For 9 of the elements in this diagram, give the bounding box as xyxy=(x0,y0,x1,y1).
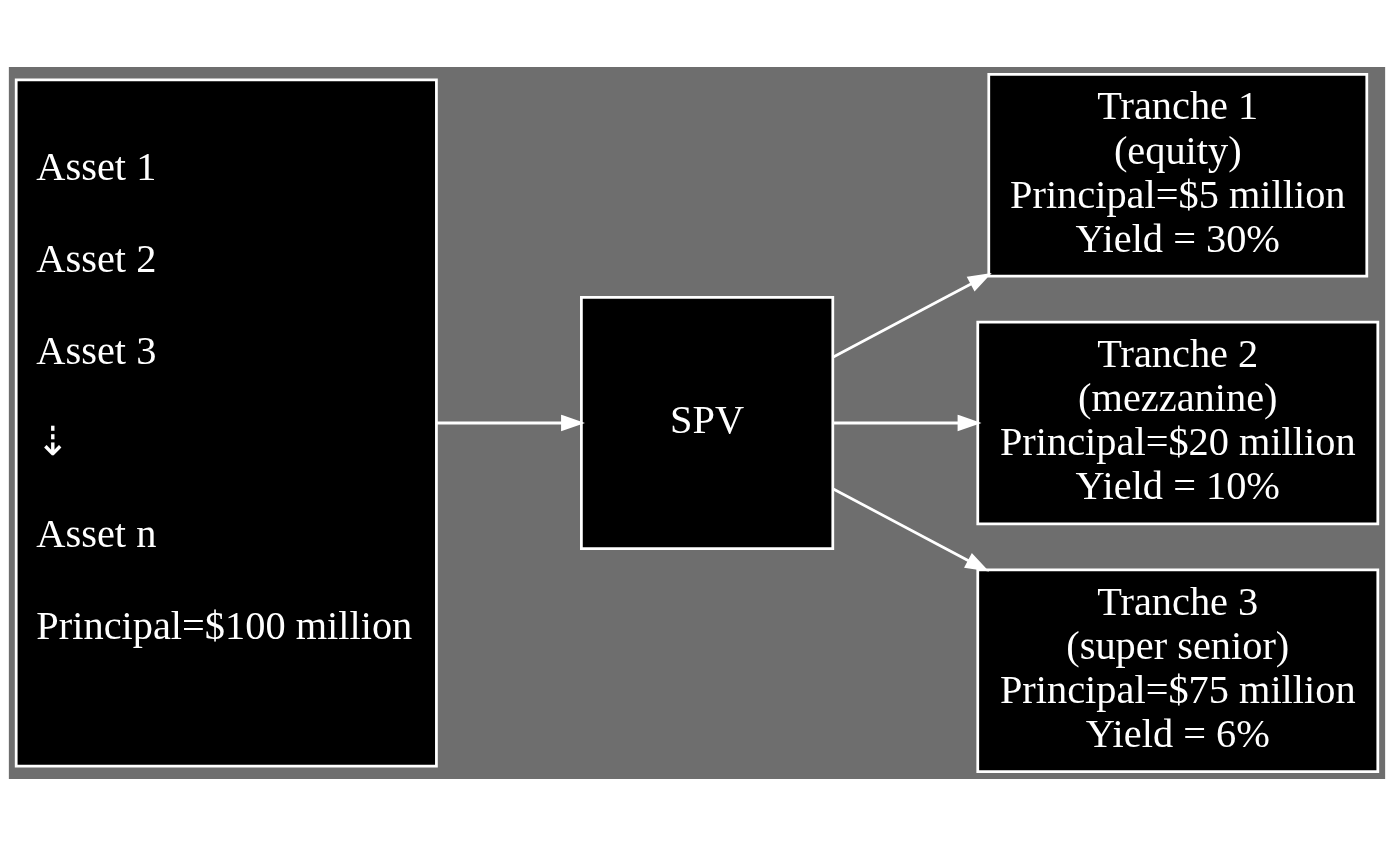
node-box: Tranche 2 (mezzanine) Principal=$20 million Yield = 10% xyxy=(976,320,1380,526)
arrow xyxy=(436,414,585,432)
arrow xyxy=(832,414,982,432)
arrow xyxy=(832,487,990,572)
node-box: Tranche 3 (super senior) Principal=$75 million Yield = 6% xyxy=(976,568,1380,774)
node-box: SPV xyxy=(580,295,835,551)
node-box: Asset 1 Asset 2 Asset 3 ⇣ Asset n Principal=$100 million xyxy=(14,78,438,768)
arrow xyxy=(832,272,992,359)
node-box: Tranche 1 (equity) Principal=$5 million Yield = 30% xyxy=(987,72,1369,278)
